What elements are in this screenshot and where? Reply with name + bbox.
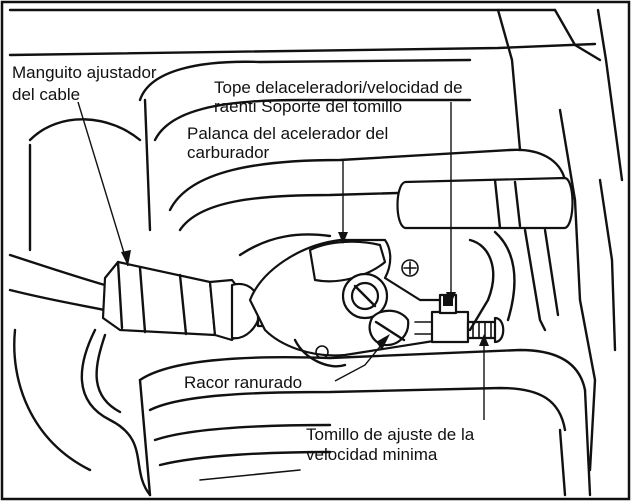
label-cable-sleeve-1: Manguito ajustador: [12, 63, 157, 82]
label-idle-screw-1: Tomillo de ajuste de la: [306, 425, 475, 444]
label-idle-stop-1: Tope delaceleradori/velocidad de: [214, 78, 463, 97]
label-slotted-fitting: Racor ranurado: [184, 373, 302, 392]
idle-screw-bracket: [414, 293, 505, 344]
label-idle-stop-2: raenti Soporte del tomillo: [214, 97, 402, 116]
engine-housing: [8, 8, 624, 472]
lower-housing: [138, 348, 592, 497]
handle-assembly: [396, 176, 574, 332]
carburetor-body: [238, 233, 442, 368]
wire: [80, 328, 152, 497]
cable-adjuster-sleeve: [8, 253, 294, 342]
label-throttle-lever-2: carburador: [187, 143, 270, 162]
label-idle-screw-2: velocidad minima: [306, 445, 438, 464]
label-throttle-lever-1: Palanca del acelerador del: [187, 124, 388, 143]
label-cable-sleeve-2: del cable: [12, 85, 80, 104]
leader-lines: [77, 101, 489, 420]
throttle-lever: [308, 240, 387, 283]
